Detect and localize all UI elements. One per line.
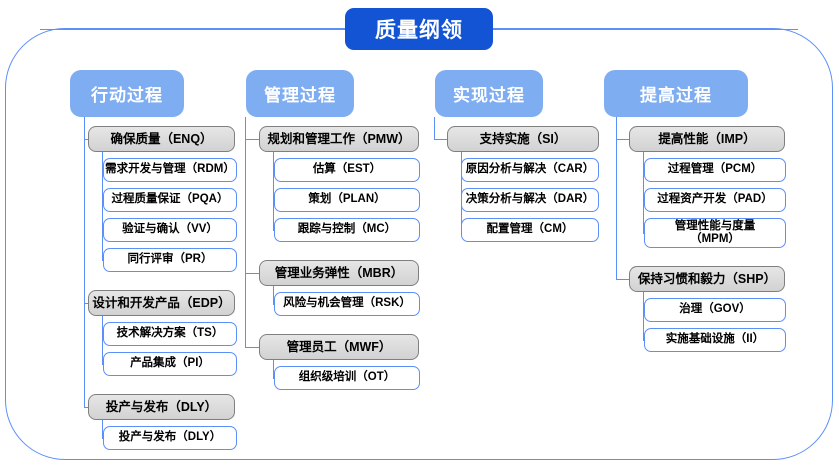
parent-node[interactable]: 管理员工（MWF） (259, 334, 419, 360)
connector-column-spine (434, 117, 436, 139)
child-node[interactable]: 决策分析与解决（DAR） (461, 188, 599, 212)
child-node[interactable]: 跟踪与控制（MC） (274, 218, 420, 242)
child-node[interactable]: 实施基础设施（II） (644, 328, 786, 352)
connector-branch-to-child (273, 230, 274, 232)
column-header-1[interactable]: 行动过程 (70, 70, 184, 117)
child-node[interactable]: 过程质量保证（PQA） (103, 188, 237, 212)
root-title-box: 质量纲领 (345, 8, 493, 50)
child-node[interactable]: 组织级培训（OT） (274, 366, 420, 390)
connector-branch-to-child (643, 340, 644, 342)
connector-column-spine (245, 117, 247, 347)
child-node[interactable]: 配置管理（CM） (461, 218, 599, 242)
connector-parent-branch (102, 420, 104, 438)
connector-root-left (40, 29, 345, 31)
connector-branch-to-child (102, 260, 103, 262)
connector-branch-to-child (102, 438, 103, 440)
child-node[interactable]: 技术解决方案（TS） (103, 322, 237, 346)
connector-parent-branch (273, 152, 275, 230)
connector-spine-to-parent (245, 139, 259, 141)
connector-column-spine (84, 117, 86, 407)
column-header-2[interactable]: 管理过程 (246, 70, 354, 117)
connector-parent-branch (273, 360, 275, 378)
column-header-4[interactable]: 提高过程 (604, 70, 748, 117)
parent-node[interactable]: 规划和管理工作（PMW） (259, 126, 419, 152)
connector-parent-branch (102, 316, 104, 364)
child-node[interactable]: 风险与机会管理（RSK） (274, 292, 420, 316)
parent-node[interactable]: 支持实施（SI） (447, 126, 599, 152)
connector-spine-to-parent (84, 407, 88, 409)
child-node[interactable]: 原因分析与解决（CAR） (461, 158, 599, 182)
connector-branch-to-child (102, 364, 103, 366)
parent-node[interactable]: 保持习惯和毅力（SHP） (629, 266, 785, 292)
connector-spine-to-parent (84, 303, 88, 305)
parent-node[interactable]: 确保质量（ENQ） (88, 126, 235, 152)
parent-node[interactable]: 投产与发布（DLY） (88, 394, 235, 420)
child-node[interactable]: 需求开发与管理（RDM） (103, 158, 237, 182)
connector-spine-to-parent (616, 139, 629, 141)
connector-spine-to-parent (434, 139, 447, 141)
parent-node[interactable]: 设计和开发产品（EDP） (88, 290, 235, 316)
child-node[interactable]: 过程管理（PCM） (644, 158, 786, 182)
connector-branch-to-child (643, 233, 644, 235)
parent-node[interactable]: 管理业务弹性（MBR） (259, 260, 419, 286)
connector-branch-to-child (273, 304, 274, 306)
child-node[interactable]: 管理性能与度量（MPM） (644, 218, 786, 248)
child-node[interactable]: 治理（GOV） (644, 298, 786, 322)
connector-spine-to-parent (84, 139, 88, 141)
connector-parent-branch (643, 152, 645, 233)
connector-spine-to-parent (245, 273, 259, 275)
parent-node[interactable]: 提高性能（IMP） (629, 126, 785, 152)
child-node[interactable]: 策划（PLAN） (274, 188, 420, 212)
child-node[interactable]: 同行评审（PR） (103, 248, 237, 272)
child-node[interactable]: 产品集成（PI） (103, 352, 237, 376)
connector-parent-branch (643, 292, 645, 340)
child-node[interactable]: 投产与发布（DLY） (103, 426, 237, 450)
child-node[interactable]: 估算（EST） (274, 158, 420, 182)
connector-column-spine (616, 117, 618, 279)
connector-spine-to-parent (616, 279, 629, 281)
child-node[interactable]: 过程资产开发（PAD） (644, 188, 786, 212)
connector-spine-to-parent (245, 347, 259, 349)
connector-branch-to-child (273, 378, 274, 380)
connector-root-right (493, 29, 798, 31)
connector-parent-branch (102, 152, 104, 260)
column-header-3[interactable]: 实现过程 (435, 70, 543, 117)
child-node[interactable]: 验证与确认（VV） (103, 218, 237, 242)
connector-parent-branch (273, 286, 275, 304)
